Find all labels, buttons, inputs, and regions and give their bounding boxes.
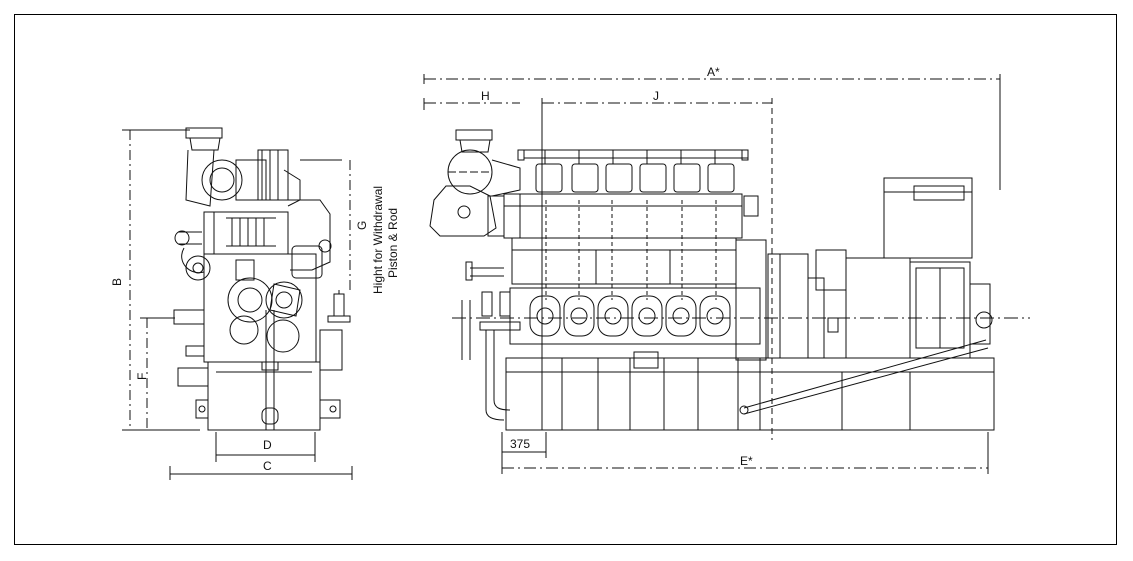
- dimension-label-f: F: [135, 372, 149, 380]
- dimension-label-b: B: [110, 277, 124, 286]
- dimension-label-a: A*: [707, 65, 720, 79]
- dimension-label-j: J: [653, 89, 659, 103]
- dimension-label-375: 375: [510, 437, 531, 451]
- dimension-label-g: G: [355, 220, 369, 230]
- withdrawal-height-label-line2: Piston & Rod: [386, 207, 400, 278]
- dimension-label-h: H: [481, 89, 490, 103]
- cylinder-heads: [535, 150, 735, 193]
- withdrawal-height-label-line1: Hight for Withdrawal: [371, 185, 385, 294]
- dimension-label-e: E*: [740, 454, 753, 468]
- side-view-genset: [423, 74, 1030, 474]
- dimension-label-c: C: [263, 459, 272, 473]
- dimension-label-d: D: [263, 438, 272, 452]
- crankcase-doors: [529, 295, 731, 337]
- drawing-frame: [14, 14, 1117, 545]
- end-view-engine: [122, 127, 353, 480]
